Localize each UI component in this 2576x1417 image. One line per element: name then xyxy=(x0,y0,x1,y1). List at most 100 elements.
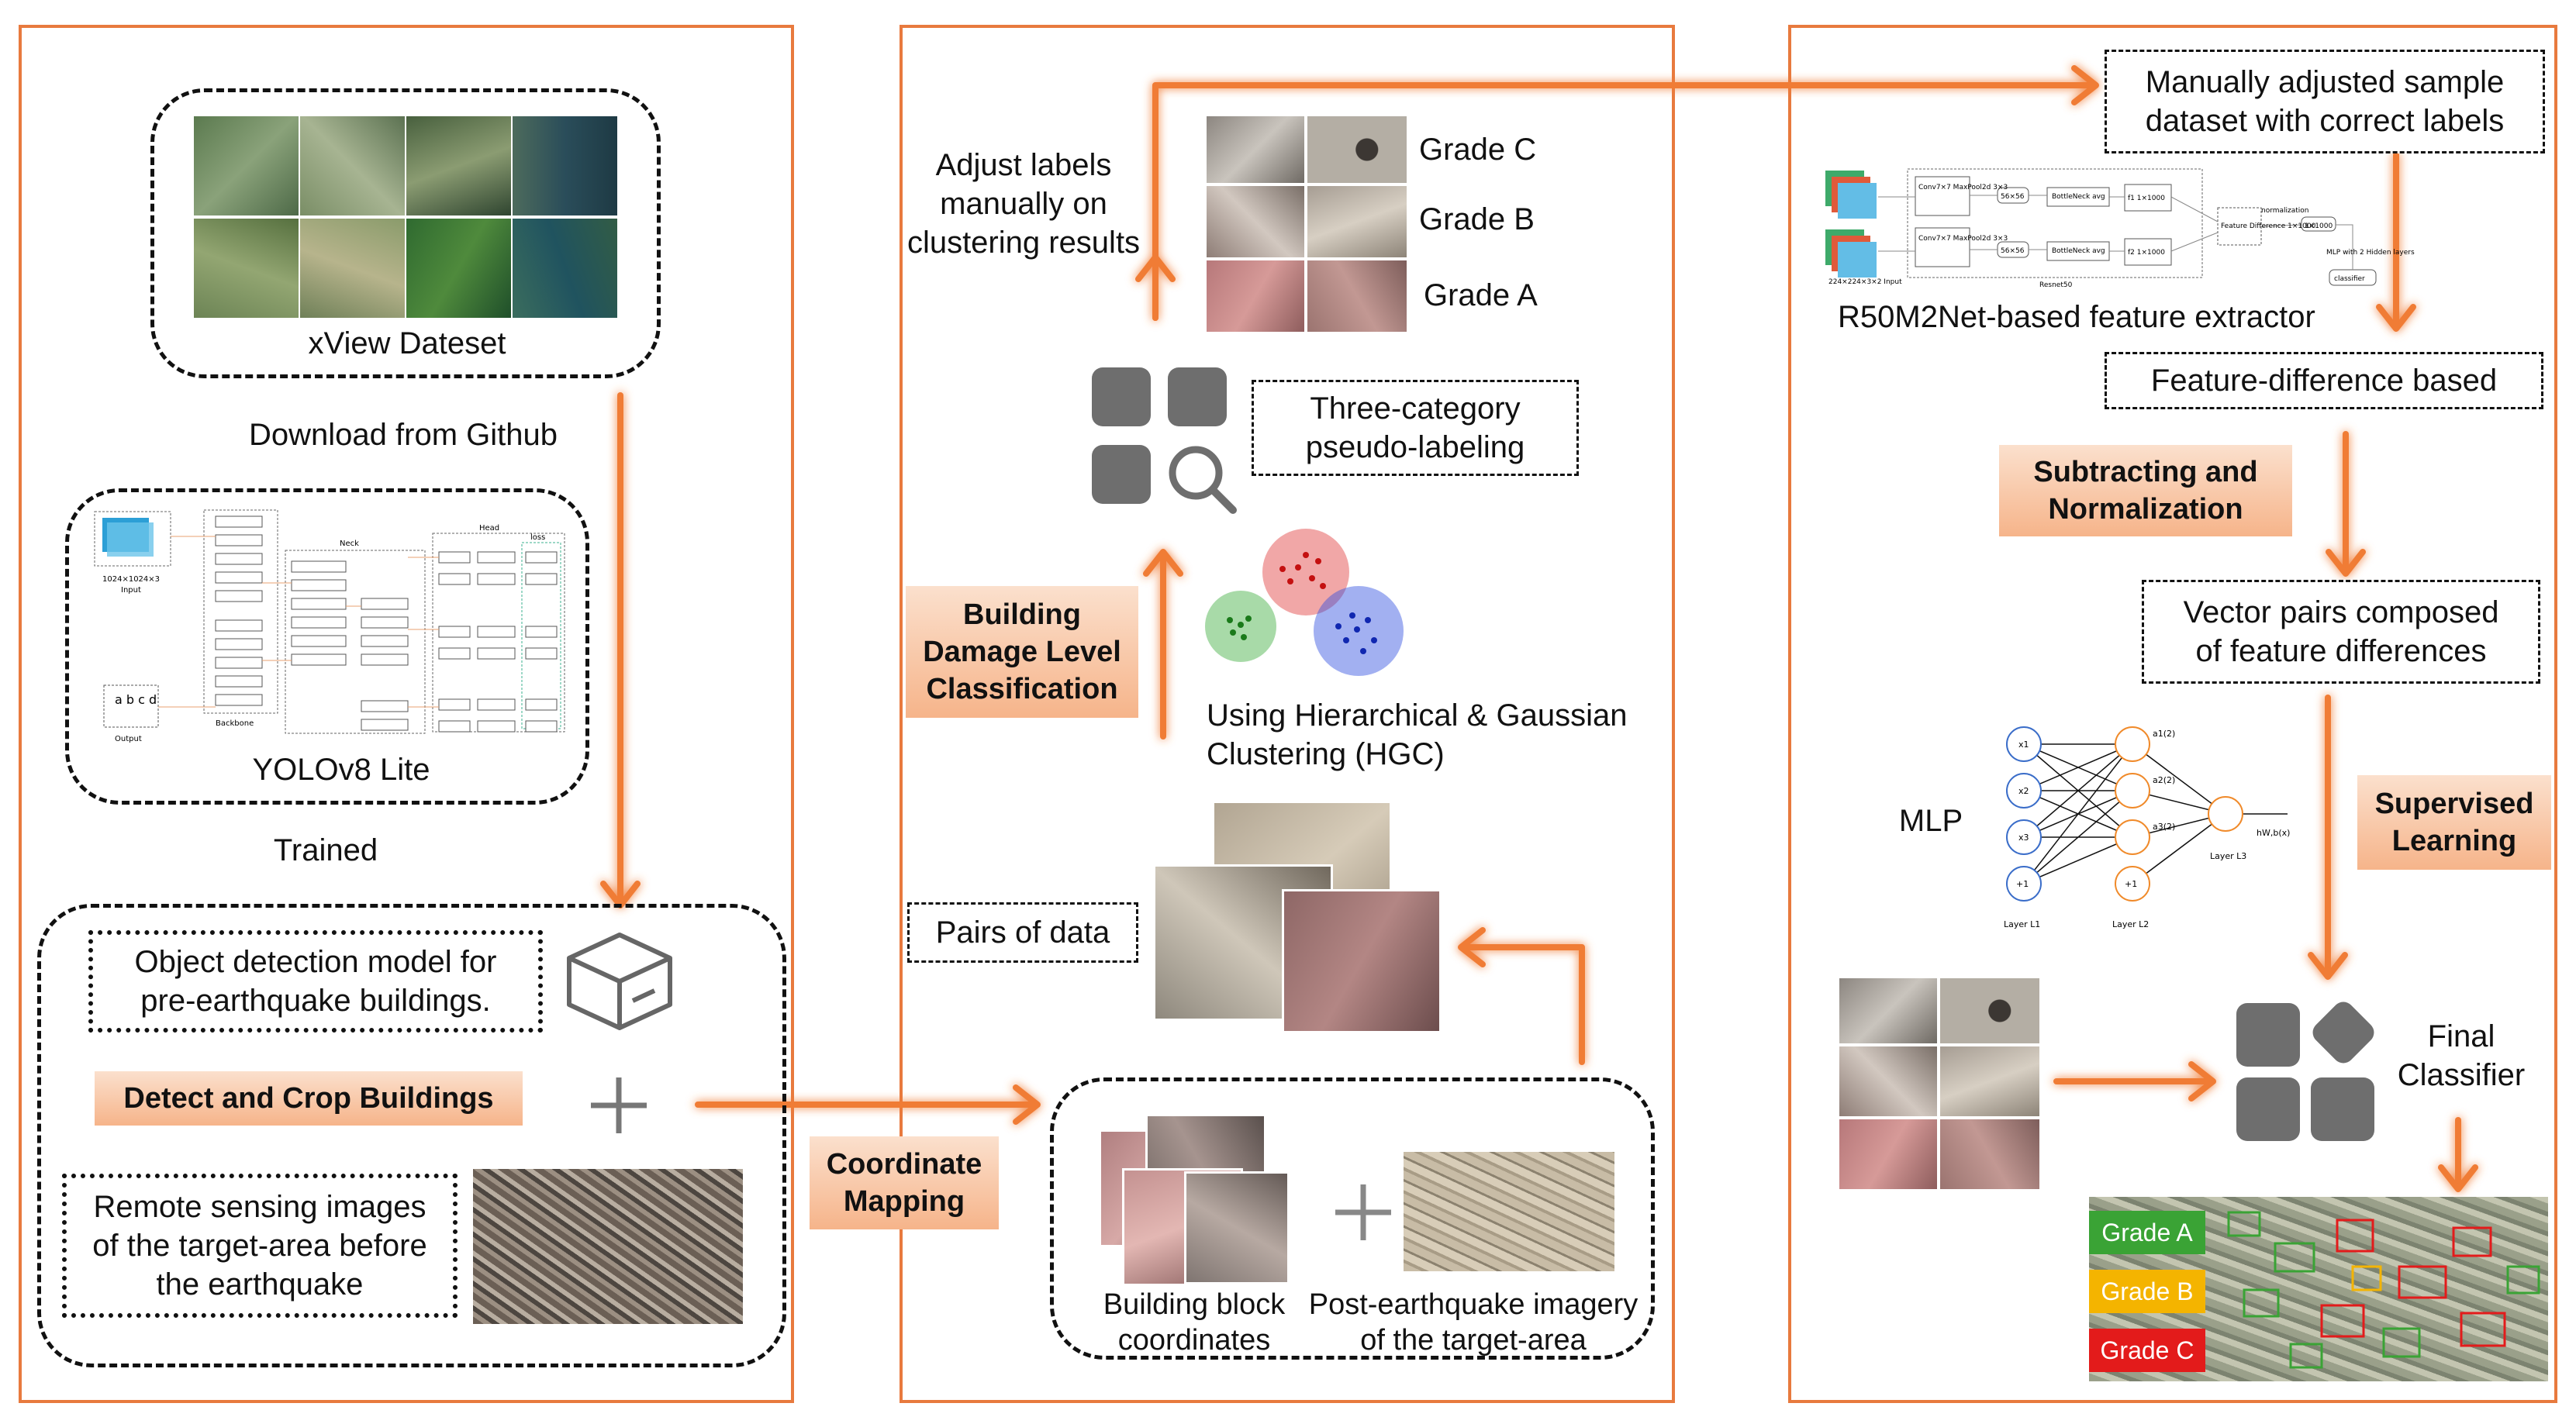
mlp-hidden-3: a3(2) xyxy=(2153,822,2175,832)
yolo-input-label: Input xyxy=(121,586,141,595)
extractor-difference: Feature Difference 1×1000 xyxy=(2221,222,2316,230)
grade-a-label: Grade A xyxy=(1424,278,1538,312)
yolo-loss-label: loss xyxy=(530,533,545,542)
yolo-architecture-svg: 1024×1024×3 Input Backbone Neck Head los… xyxy=(94,509,565,743)
block-coords-text: Building block coordinates xyxy=(1103,1288,1286,1357)
sample-tile xyxy=(1940,978,2039,1043)
post-quake-image xyxy=(1404,1152,1614,1271)
extractor-input: 224×224×3×2 Input xyxy=(1828,278,1902,286)
sample-grid-image xyxy=(1839,978,2039,1189)
yolo-backbone-label: Backbone xyxy=(216,719,254,728)
legend-grade-c: Grade C xyxy=(2089,1329,2205,1372)
extractor-svg: 224×224×3×2 Input Conv7×7 MaxPool2d 3×3 … xyxy=(1825,168,2415,289)
sample-tile xyxy=(1940,1119,2039,1189)
pair-image-front xyxy=(1284,891,1439,1031)
extractor-vec-b: f2 1×1000 xyxy=(2128,249,2165,257)
grade-b-label: Grade B xyxy=(1419,202,1535,236)
yolo-head-label: Head xyxy=(479,524,499,533)
yolo-group xyxy=(65,488,589,805)
extractor-normalization: normalization xyxy=(2261,207,2309,215)
pseudo-labeling-box: Three-category pseudo-labeling xyxy=(1252,380,1579,476)
grade-c-pre xyxy=(1207,116,1304,183)
yolo-caption: YOLOv8 Lite xyxy=(252,753,430,787)
category-square-icon xyxy=(1092,445,1151,504)
post-quake-text: Post-earthquake imagery of the target-ar… xyxy=(1308,1288,1638,1357)
sample-tile xyxy=(1839,1046,1937,1116)
extractor-diagram: 224×224×3×2 Input Conv7×7 MaxPool2d 3×3 … xyxy=(1822,166,2415,290)
mlp-layer-out: Layer L3 xyxy=(2210,851,2246,861)
mlp-label: MLP xyxy=(1898,804,1963,838)
xview-tile xyxy=(513,116,617,215)
extractor-caption: R50M2Net-based feature extractor xyxy=(1838,300,2315,334)
xview-tile xyxy=(406,116,511,215)
search-icon xyxy=(1169,446,1237,514)
vector-pairs-box: Vector pairs composed of feature differe… xyxy=(2142,580,2540,684)
classifier-square-icon xyxy=(2236,1003,2300,1067)
grade-c-post xyxy=(1307,116,1407,183)
extractor-normalized-vec: 1×1000 xyxy=(2305,222,2333,230)
pairs-box: Pairs of data xyxy=(907,902,1138,963)
trained-label: Trained xyxy=(273,833,378,867)
result-map-overlay xyxy=(2227,1211,2540,1369)
detect-crop-label: Detect and Crop Buildings xyxy=(95,1071,523,1126)
detection-group xyxy=(37,904,786,1367)
clustering-icon xyxy=(1205,529,1404,676)
grade-a-pre xyxy=(1207,260,1304,332)
coordinate-group xyxy=(1050,1077,1655,1360)
mlp-input-2: x2 xyxy=(2018,786,2029,796)
sample-tile xyxy=(1839,1119,1937,1189)
mlp-bias-in: +1 xyxy=(2016,879,2029,889)
mlp-layer-hidden: Layer L2 xyxy=(2112,919,2149,929)
category-square-icon xyxy=(1168,367,1227,426)
legend-grade-b: Grade B xyxy=(2089,1270,2205,1313)
legend-grade-a: Grade A xyxy=(2089,1211,2205,1254)
arrow-to-manual-dataset xyxy=(1152,82,2097,321)
extractor-dims-a: 56×56 xyxy=(2001,193,2025,201)
yolo-output-label: Output xyxy=(115,735,142,743)
pairs-image-stack xyxy=(1155,803,1450,1036)
mlp-bias-hidden: +1 xyxy=(2125,879,2137,889)
grade-a-post xyxy=(1307,260,1407,332)
xview-tile xyxy=(194,219,299,318)
mlp-input-1: x1 xyxy=(2018,740,2029,750)
xview-tile xyxy=(513,219,617,318)
hgc-text: Using Hierarchical & Gaussian Clustering… xyxy=(1207,698,1628,771)
pre-quake-image xyxy=(473,1169,743,1324)
mlp-hidden-2: a2(2) xyxy=(2153,775,2175,785)
extractor-mlp-note: MLP with 2 Hidden layers xyxy=(2326,249,2415,257)
subtract-normalize-label: Subtracting and Normalization xyxy=(1999,445,2292,536)
arrow-to-pairs xyxy=(1462,944,1585,1065)
right-panel xyxy=(1788,25,2557,1403)
middle-panel xyxy=(900,25,1675,1403)
mlp-diagram: x1 x2 x3 +1 a1(2) a2(2) a3(2) +1 hW,b(x)… xyxy=(1993,721,2303,938)
xview-image-grid xyxy=(194,116,617,318)
sample-tile xyxy=(1839,978,1937,1043)
extractor-vec-a: f1 1×1000 xyxy=(2128,195,2165,202)
adjust-labels-text: Adjust labels manually on clustering res… xyxy=(906,148,1141,260)
extractor-conv-b: Conv7×7 MaxPool2d 3×3 xyxy=(1918,235,2008,243)
detector-box: Object detection model for pre-earthquak… xyxy=(88,930,543,1033)
block-image xyxy=(1186,1174,1287,1282)
yolo-input-dims: 1024×1024×3 xyxy=(102,575,160,584)
yolo-output-letters: a b c d xyxy=(115,692,157,707)
xview-tile xyxy=(300,116,405,215)
supervised-learning-label: Supervised Learning xyxy=(2357,775,2551,870)
mlp-hidden-1: a1(2) xyxy=(2153,729,2175,739)
final-classifier-text: Final Classifier xyxy=(2397,1019,2526,1092)
extractor-resnet: Resnet50 xyxy=(2039,281,2073,289)
download-label: Download from Github xyxy=(249,418,558,452)
xview-tile xyxy=(194,116,299,215)
xview-tile xyxy=(406,219,511,318)
grade-b-post xyxy=(1307,186,1407,257)
plus-icon xyxy=(591,1077,647,1133)
mlp-layer-in: Layer L1 xyxy=(2004,919,2040,929)
grade-samples-image xyxy=(1207,116,1407,332)
extractor-bottleneck-a: BottleNeck avg xyxy=(2052,193,2105,201)
mlp-svg: x1 x2 x3 +1 a1(2) a2(2) a3(2) +1 hW,b(x)… xyxy=(2004,726,2290,929)
box-icon xyxy=(567,933,672,1030)
classifier-square-icon xyxy=(2311,1077,2374,1141)
rs-images-box: Remote sensing images of the target-area… xyxy=(62,1174,458,1318)
xview-tile xyxy=(300,219,405,318)
extractor-classifier: classifier xyxy=(2334,275,2365,283)
